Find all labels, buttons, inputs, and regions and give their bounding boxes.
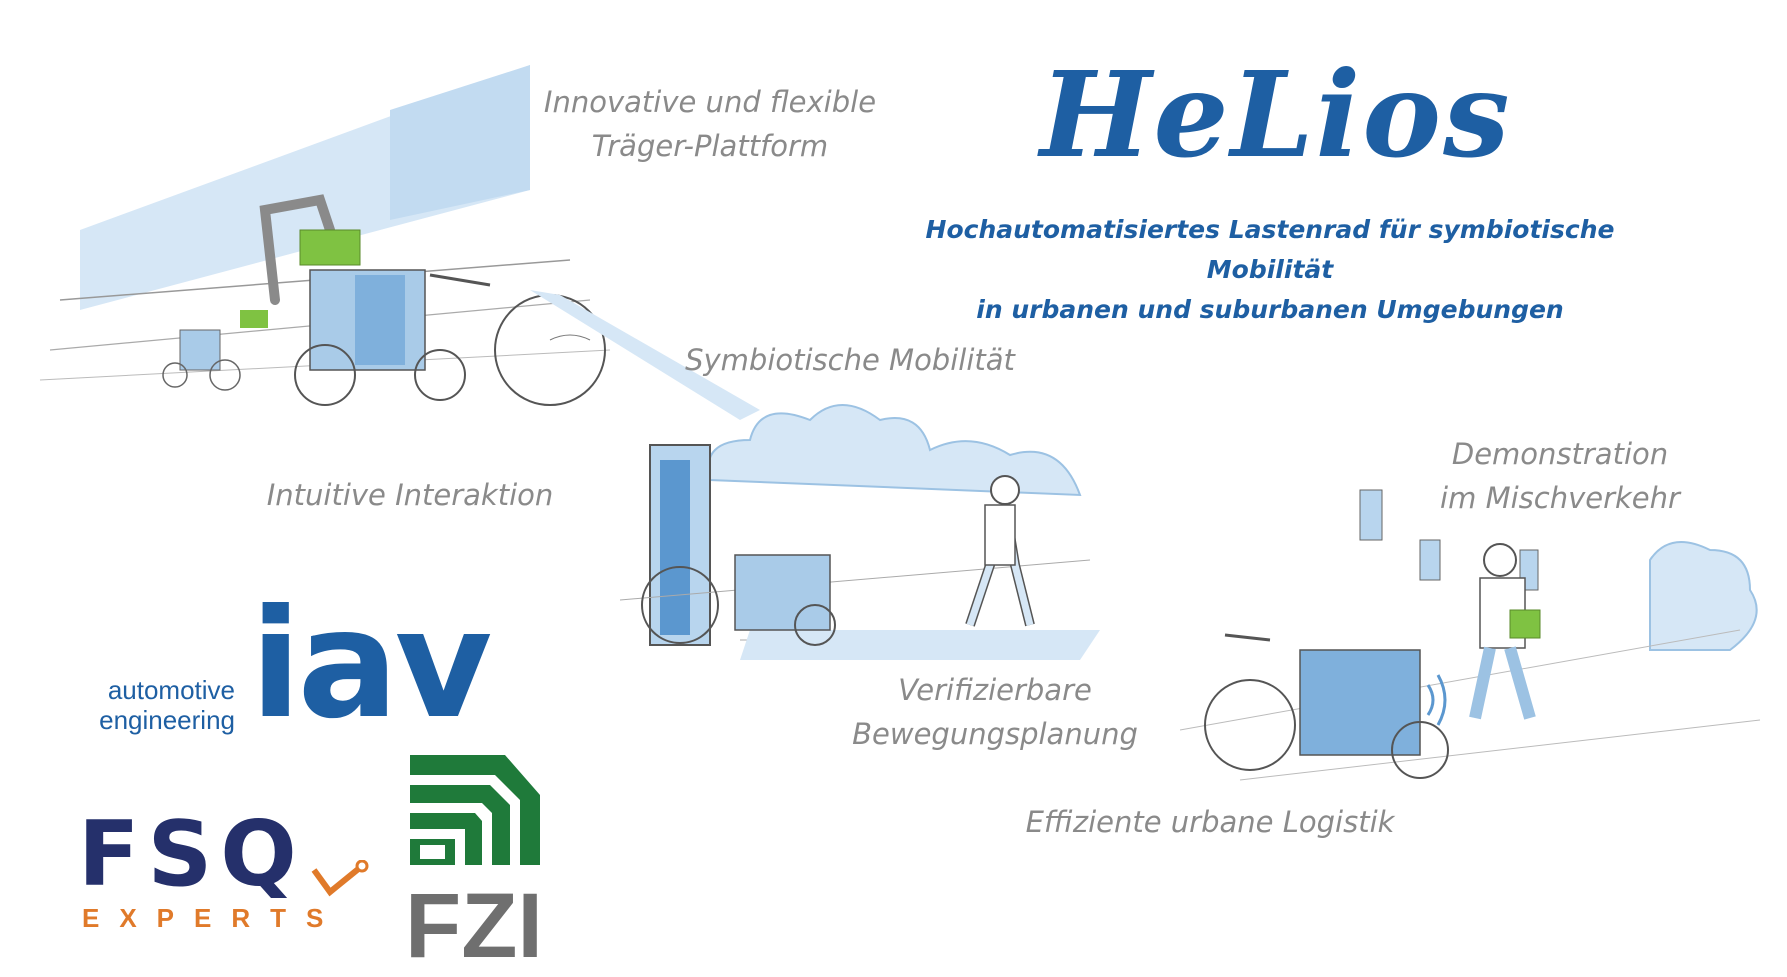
feature-platform-line-1: Innovative und flexible <box>543 85 877 119</box>
iav-wordmark: iav <box>250 578 492 752</box>
helios-logo-title: HeLios <box>1040 45 1512 184</box>
feature-planning-line-1: Verifizierbare <box>898 673 1092 707</box>
feature-interaction: Intuitive Interaktion <box>266 478 554 512</box>
feature-planning: Verifizierbare Bewegungsplanung <box>830 668 1160 756</box>
iav-tagline-line-1: automotive <box>107 675 235 705</box>
sketch-symbiotic-mobility <box>620 404 1100 660</box>
subtitle-line-2: in urbanen und suburbanen Umgebungen <box>976 295 1564 324</box>
sketch-mixed-traffic <box>1180 489 1761 781</box>
sketch-connector <box>530 290 760 420</box>
project-subtitle: Hochautomatisiertes Lastenrad für symbio… <box>860 210 1680 330</box>
sketch-cargo-platform <box>39 65 611 406</box>
feature-demonstration: Demonstration im Mischverkehr <box>1415 432 1705 520</box>
checkmark-icon <box>311 860 369 897</box>
feature-platform-line-2: Träger-Plattform <box>591 129 829 163</box>
feature-demonstration-line-2: im Mischverkehr <box>1440 481 1680 515</box>
feature-planning-line-2: Bewegungsplanung <box>852 717 1138 751</box>
fzi-emblem-icon <box>410 755 540 865</box>
iav-tagline-line-2: engineering <box>99 705 235 735</box>
feature-demonstration-line-1: Demonstration <box>1451 437 1669 471</box>
feature-logistics: Effiziente urbane Logistik <box>1025 805 1395 839</box>
iav-tagline: automotive engineering <box>60 675 235 735</box>
fzi-wordmark: FZI <box>405 875 543 977</box>
fsq-wordmark: FSQ <box>78 802 305 907</box>
feature-mobility: Symbiotische Mobilität <box>685 343 1015 377</box>
feature-platform: Innovative und flexible Träger-Plattform <box>515 80 905 168</box>
fsq-experts-label: EXPERTS <box>82 903 344 933</box>
subtitle-line-1: Hochautomatisiertes Lastenrad für symbio… <box>925 215 1615 284</box>
